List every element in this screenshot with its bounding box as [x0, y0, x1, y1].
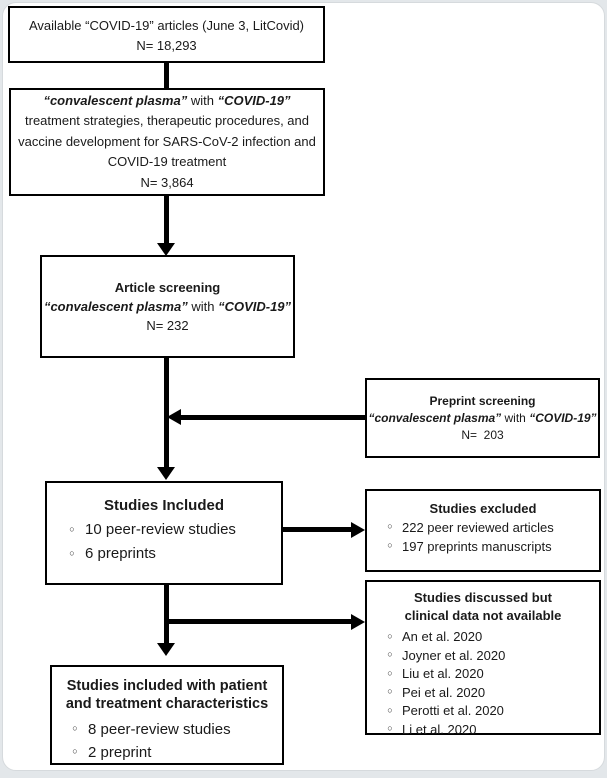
list-item-text: Perotti et al. 2020 [402, 703, 504, 718]
keyword-convalescent-plasma: “convalescent plasma” [368, 410, 502, 425]
list-item: ○ Li et al. 2020 [367, 721, 599, 740]
list-item: ○ Pei et al. 2020 [367, 684, 599, 703]
circle-bullet-icon: ○ [69, 523, 75, 534]
box-available-articles: Available “COVID-19” articles (June 3, L… [8, 6, 325, 63]
list-item: ○ 10 peer-review studies [47, 518, 281, 542]
box-studies-included: Studies Included ○ 10 peer-review studies… [45, 481, 283, 585]
box-keyword-filter: “convalescent plasma” with “COVID-19” tr… [9, 88, 325, 196]
circle-bullet-icon: ○ [387, 667, 393, 678]
arrowhead-right-icon [351, 522, 365, 538]
keyword-convalescent-plasma: “convalescent plasma” [43, 299, 188, 314]
filter-text-line3: vaccine development for SARS-CoV-2 infec… [18, 133, 316, 149]
available-articles-count: N= 18,293 [136, 37, 197, 53]
list-item-text: 197 preprints manuscripts [402, 539, 552, 554]
filter-keywords-line: “convalescent plasma” with “COVID-19” [11, 91, 323, 112]
box-preprint-screening: Preprint screening “convalescent plasma”… [365, 378, 600, 458]
list-item: ○ 2 preprint [52, 741, 282, 764]
studies-excluded-title: Studies excluded [429, 501, 537, 516]
box-article-screening: Article screening “convalescent plasma” … [40, 255, 295, 358]
list-item: ○ 222 peer reviewed articles [367, 518, 599, 537]
box-studies-discussed: Studies discussed but clinical data not … [365, 580, 601, 737]
circle-bullet-icon: ○ [387, 630, 393, 641]
arrowhead-down-icon [157, 243, 175, 256]
arrow-included-to-final-line [164, 583, 169, 644]
studies-included-title: Studies Included [103, 497, 224, 514]
arrow-article-to-included-line [164, 356, 169, 468]
circle-bullet-icon: ○ [72, 746, 78, 756]
circle-bullet-icon: ○ [387, 521, 393, 531]
list-item: ○ Perotti et al. 2020 [367, 702, 599, 721]
list-item: ○ 8 peer-review studies [52, 718, 282, 741]
preprint-screening-keywords: “convalescent plasma” with “COVID-19” [367, 410, 598, 427]
studies-discussed-title-line1: Studies discussed but [414, 590, 552, 605]
list-item: ○ Joyner et al. 2020 [367, 647, 599, 666]
list-item-text: Pei et al. 2020 [402, 684, 486, 700]
keyword-convalescent-plasma: “convalescent plasma” [43, 92, 188, 108]
studies-discussed-title: Studies discussed but clinical data not … [367, 589, 599, 625]
list-item-text: 2 preprint [88, 744, 152, 761]
circle-bullet-icon: ○ [387, 686, 393, 697]
list-item: ○ 6 preprints [47, 542, 281, 566]
studies-discussed-title-line2: clinical data not available [404, 608, 562, 623]
preprint-screening-count: N= 203 [461, 427, 504, 442]
list-item-text: An et al. 2020 [402, 629, 483, 644]
filter-count: N= 3,864 [140, 174, 194, 190]
keyword-connector: with [501, 410, 530, 425]
keyword-connector: with [187, 299, 219, 314]
available-articles-text: Available “COVID-19” articles (June 3, L… [28, 17, 305, 33]
list-item-text: 8 peer-review studies [88, 721, 231, 738]
circle-bullet-icon: ○ [387, 649, 393, 660]
circle-bullet-icon: ○ [69, 547, 75, 558]
keyword-covid19: “COVID-19” [529, 410, 597, 425]
arrow-preprint-to-main-line [180, 415, 365, 420]
list-item: ○ 197 preprints manuscripts [367, 537, 599, 556]
connector-available-to-filter [164, 61, 169, 90]
studies-final-title: Studies included with patient and treatm… [52, 677, 282, 713]
arrowhead-left-icon [167, 409, 181, 425]
article-screening-keywords: “convalescent plasma” with “COVID-19” [42, 297, 293, 316]
arrowhead-right-icon [351, 614, 365, 630]
arrowhead-down-icon [157, 643, 175, 656]
circle-bullet-icon: ○ [72, 723, 78, 733]
list-item-text: 10 peer-review studies [85, 521, 236, 538]
keyword-covid19: “COVID-19” [218, 299, 292, 314]
list-item-text: 6 preprints [85, 545, 156, 562]
list-item-text: Liu et al. 2020 [402, 666, 484, 681]
circle-bullet-icon: ○ [387, 704, 393, 715]
arrow-filter-to-article-line [164, 194, 169, 244]
arrowhead-down-icon [157, 467, 175, 480]
filter-text-line4: COVID-19 treatment [107, 154, 227, 170]
list-item-text: Li et al. 2020 [402, 721, 477, 737]
keyword-covid19: “COVID-19” [217, 92, 291, 108]
box-studies-final: Studies included with patient and treatm… [50, 665, 284, 765]
list-item: ○ Liu et al. 2020 [367, 665, 599, 684]
studies-final-title-line2: and treatment characteristics [65, 696, 269, 712]
list-item-text: Joyner et al. 2020 [402, 647, 506, 663]
preprint-screening-title: Preprint screening [429, 393, 536, 408]
article-screening-title: Article screening [114, 280, 221, 295]
filter-text-line2: treatment strategies, therapeutic proced… [25, 113, 309, 129]
list-item: ○ An et al. 2020 [367, 628, 599, 647]
arrow-included-to-excluded-line [282, 527, 352, 532]
circle-bullet-icon: ○ [387, 540, 393, 550]
article-screening-count: N= 232 [146, 318, 189, 333]
studies-final-title-line1: Studies included with patient [66, 678, 268, 694]
keyword-connector: with [187, 92, 218, 108]
circle-bullet-icon: ○ [387, 723, 393, 734]
arrow-branch-to-discussed-line [164, 619, 352, 624]
box-studies-excluded: Studies excluded ○ 222 peer reviewed arti… [365, 489, 601, 572]
list-item-text: 222 peer reviewed articles [402, 520, 554, 535]
